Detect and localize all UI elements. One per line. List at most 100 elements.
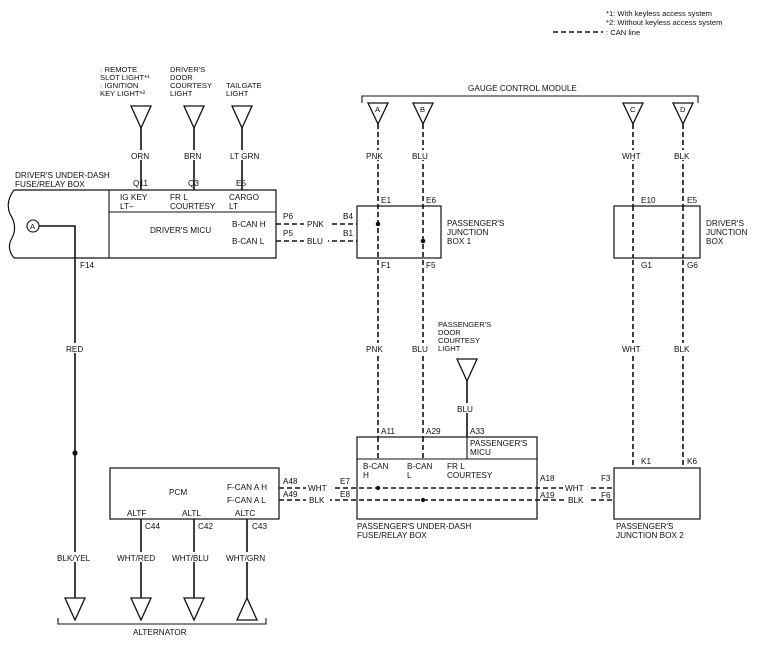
- wire-label-blk-top: BLK: [674, 152, 690, 161]
- pin-f14: F14: [80, 261, 95, 270]
- passenger-junction-box-2: K1 K6 F3 F6 PASSENGER'S JUNCTION BOX 2: [601, 457, 701, 540]
- micu-col-igkey-2: LT–: [120, 202, 134, 211]
- driver-door-light-label-1: DRIVER'S: [170, 65, 205, 74]
- gauge-pin-a: A: [375, 105, 381, 114]
- wire-label-blk-fcan: BLK: [309, 496, 325, 505]
- pjb1-outline: [356, 205, 442, 259]
- pin-f1: F1: [381, 261, 391, 270]
- driver-micu-name: DRIVER'S MICU: [150, 226, 211, 235]
- driver-fuse-box-title-1: DRIVER'S UNDER-DASH: [15, 171, 110, 180]
- passenger-door-light: PASSENGER'S DOOR COURTESY LIGHT BLU: [438, 320, 491, 437]
- tailgate-light-label-1: TAILGATE: [226, 81, 262, 90]
- pin-e10: E10: [641, 196, 656, 205]
- wire-label-whtblu: WHT/BLU: [172, 554, 209, 563]
- pin-p5: P5: [283, 229, 293, 238]
- pcm-altc: ALTC: [235, 509, 255, 518]
- pin-k6: K6: [687, 457, 697, 466]
- pin-c44: C44: [145, 522, 160, 531]
- top-lights: · REMOTE SLOT LIGHT*¹ · IGNITION KEY LIG…: [100, 65, 262, 130]
- pass-micu-title-1: PASSENGER'S: [470, 439, 528, 448]
- pcm-fcan-h: F-CAN A H: [227, 483, 267, 492]
- wire-label-pnk-h: PNK: [307, 220, 324, 229]
- gauge-pin-c: C: [630, 105, 636, 114]
- gauge-pin-d-symbol: [671, 102, 695, 126]
- wire-label-blu-top: BLU: [412, 152, 428, 161]
- pjb1-title-1: PASSENGER'S: [447, 219, 505, 228]
- driver-junction-box: DRIVER'S JUNCTION BOX E10 E5 G1 G6: [613, 196, 747, 270]
- wire-label-wht-fcan: WHT: [308, 484, 327, 493]
- wire-label-pnk-mid: PNK: [366, 345, 383, 354]
- wire-label-ltgrn: LT GRN: [230, 152, 259, 161]
- gauge-module-title: GAUGE CONTROL MODULE: [468, 84, 577, 93]
- pcm-fcan-l: F-CAN A L: [227, 496, 266, 505]
- fuse-internal-wire: [39, 225, 76, 258]
- pin-e1: E1: [381, 196, 391, 205]
- tailgate-light-symbol: [230, 105, 254, 130]
- wire-label-brn: BRN: [184, 152, 201, 161]
- pin-c42: C42: [198, 522, 213, 531]
- pin-a11: A11: [381, 427, 395, 436]
- pin-e5-djb: E5: [687, 196, 697, 205]
- passenger-junction-box-1: PASSENGER'S JUNCTION BOX 1 E1 E6 F1 F5: [356, 196, 505, 270]
- gauge-pin-d: D: [680, 105, 686, 114]
- alternator: ALTERNATOR: [57, 596, 267, 637]
- pass-micu-title-2: MICU: [470, 448, 491, 457]
- pass-light-label-3: COURTESY: [438, 336, 480, 345]
- pass-micu-canl-2: L: [407, 471, 412, 480]
- pin-f5: F5: [426, 261, 436, 270]
- pass-micu-canl-1: B-CAN: [407, 462, 433, 471]
- remote-slot-light-symbol: [129, 105, 153, 130]
- pin-c43: C43: [252, 522, 267, 531]
- pin-k1: K1: [641, 457, 651, 466]
- connector-a-label: A: [30, 222, 36, 231]
- passenger-under-dash-fuse-box: PASSENGER'S MICU A11 A29 A33 B-CAN H B-C…: [356, 427, 555, 540]
- wire-label-wht-top: WHT: [622, 152, 641, 161]
- pass-fuse-box-outline: [356, 436, 538, 520]
- micu-col-frl-1: FR L: [170, 193, 188, 202]
- pin-e6: E6: [426, 196, 436, 205]
- wire-label-wht-mid: WHT: [622, 345, 641, 354]
- driver-door-light-label-2: DOOR: [170, 73, 193, 82]
- driver-micu-can-h: B-CAN H: [232, 220, 266, 229]
- driver-door-light-symbol: [182, 105, 206, 130]
- ignition-key-light-label: · IGNITION: [100, 81, 138, 90]
- djb-title-3: BOX: [706, 237, 724, 246]
- pin-g6: G6: [687, 261, 698, 270]
- driver-door-light-label-3: COURTESY: [170, 81, 212, 90]
- legend-note-2: *2: Without keyless access system: [606, 18, 722, 27]
- pass-light-label-2: DOOR: [438, 328, 461, 337]
- driver-fuse-box-title-2: FUSE/RELAY BOX: [15, 180, 85, 189]
- alt-terminal-1: [63, 597, 87, 622]
- micu-col-frl-2: COURTESY: [170, 202, 216, 211]
- driver-micu-can-l: B-CAN L: [232, 237, 265, 246]
- gauge-control-module: GAUGE CONTROL MODULE A B C D: [361, 84, 699, 126]
- pcm: PCM F-CAN A H F-CAN A L A48 A49 ALTF ALT…: [109, 467, 298, 531]
- alt-terminal-2: [129, 597, 153, 622]
- pjb1-title-3: BOX 1: [447, 237, 472, 246]
- micu-col-cargo-2: LT: [229, 202, 238, 211]
- pass-light-label-4: LIGHT: [438, 344, 461, 353]
- pcm-name: PCM: [169, 488, 187, 497]
- micu-col-cargo-1: CARGO: [229, 193, 259, 202]
- wire-label-orn: ORN: [131, 152, 149, 161]
- alternator-bracket: [57, 618, 267, 625]
- legend-can-label: : CAN line: [606, 28, 640, 37]
- gauge-module-bracket: [361, 95, 699, 103]
- wire-label-pnk-top: PNK: [366, 152, 383, 161]
- alt-terminal-4: [235, 596, 259, 621]
- ignition-key-light-label-2: KEY LIGHT*²: [100, 89, 145, 98]
- wire-label-whtred: WHT/RED: [117, 554, 155, 563]
- pin-a33: A33: [470, 427, 485, 436]
- wire-label-blk-right: BLK: [568, 496, 584, 505]
- pass-fuse-box-title-2: FUSE/RELAY BOX: [357, 531, 427, 540]
- pin-e7: E7: [340, 477, 350, 486]
- pass-micu-frl-1: FR L: [447, 462, 465, 471]
- pass-fuse-box-title-1: PASSENGER'S UNDER-DASH: [357, 522, 471, 531]
- legend: *1: With keyless access system *2: Witho…: [553, 9, 722, 37]
- pass-micu-frl-2: COURTESY: [447, 471, 493, 480]
- driver-door-light-label-4: LIGHT: [170, 89, 193, 98]
- wire-label-red: RED: [66, 345, 83, 354]
- alternator-label: ALTERNATOR: [133, 628, 187, 637]
- pjb1-title-2: JUNCTION: [447, 228, 488, 237]
